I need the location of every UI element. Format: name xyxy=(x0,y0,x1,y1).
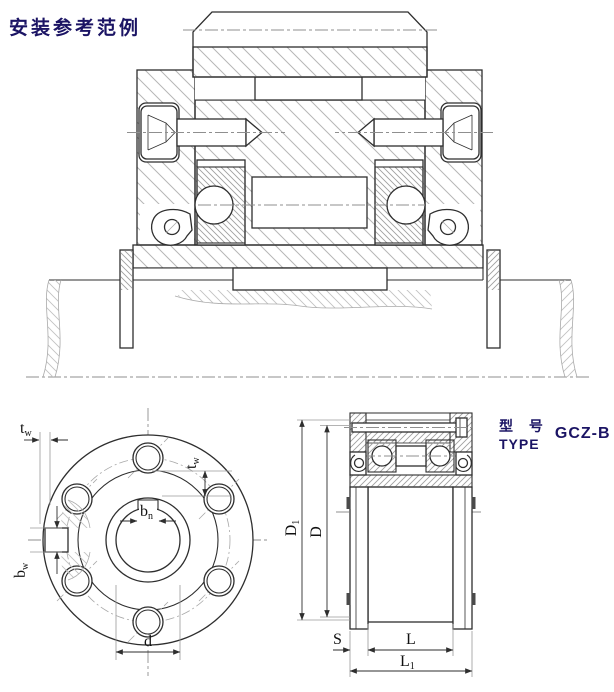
label-bw: bw xyxy=(12,562,31,578)
right-flange xyxy=(452,486,473,630)
left-flange xyxy=(349,486,369,630)
shaft-key xyxy=(232,267,388,291)
clamp-nub xyxy=(471,593,476,605)
dim-tw-inner: tw xyxy=(152,457,232,497)
label-L1: L1 xyxy=(400,653,415,672)
clamp-nub xyxy=(346,497,351,509)
type-block: 型 号 TYPE GCZ-B xyxy=(499,416,611,452)
type-value: GCZ-B xyxy=(554,425,611,442)
bearings xyxy=(194,159,426,246)
label-d: d xyxy=(144,633,152,650)
label-S: S xyxy=(333,631,342,648)
assembly-view xyxy=(26,11,592,378)
type-label-en: TYPE xyxy=(499,436,540,452)
label-D: D xyxy=(308,526,325,538)
type-label-cn: 型 号 xyxy=(499,418,549,434)
dim-D: D xyxy=(308,425,350,618)
clamp-nub xyxy=(471,497,476,509)
side-snap-ring-right xyxy=(457,457,469,469)
rim-notch xyxy=(44,499,91,581)
side-snap-ring-left xyxy=(353,457,365,469)
label-tw-inner: tw xyxy=(183,457,202,469)
label-tw-top: tw xyxy=(20,420,32,439)
bottom-ring xyxy=(349,474,473,488)
hub-and-base-plate xyxy=(132,244,484,310)
dim-d: d xyxy=(115,585,181,660)
dim-D1: D1 xyxy=(283,419,350,621)
label-L: L xyxy=(406,631,416,648)
front-view: tw tw bn bw d xyxy=(12,408,268,676)
inner-sleeve xyxy=(251,176,368,229)
cylinder-body xyxy=(367,486,454,623)
side-view: D1 D S L L1 xyxy=(283,412,482,677)
clamp-nub xyxy=(346,593,351,605)
bore-keyway xyxy=(137,499,159,511)
top-cap xyxy=(183,11,437,78)
dim-bw: bw xyxy=(12,506,62,578)
dim-bn: bn xyxy=(120,503,176,524)
dim-S-L-L1: S L L1 xyxy=(333,624,473,677)
label-D1: D1 xyxy=(283,520,302,537)
cap-key xyxy=(254,76,363,101)
side-top-section xyxy=(344,412,476,488)
label-bn: bn xyxy=(140,503,153,522)
local-section-hatch xyxy=(178,290,432,308)
page-title: 安装参考范例 xyxy=(9,18,142,39)
dim-tw-top: tw xyxy=(20,420,68,524)
